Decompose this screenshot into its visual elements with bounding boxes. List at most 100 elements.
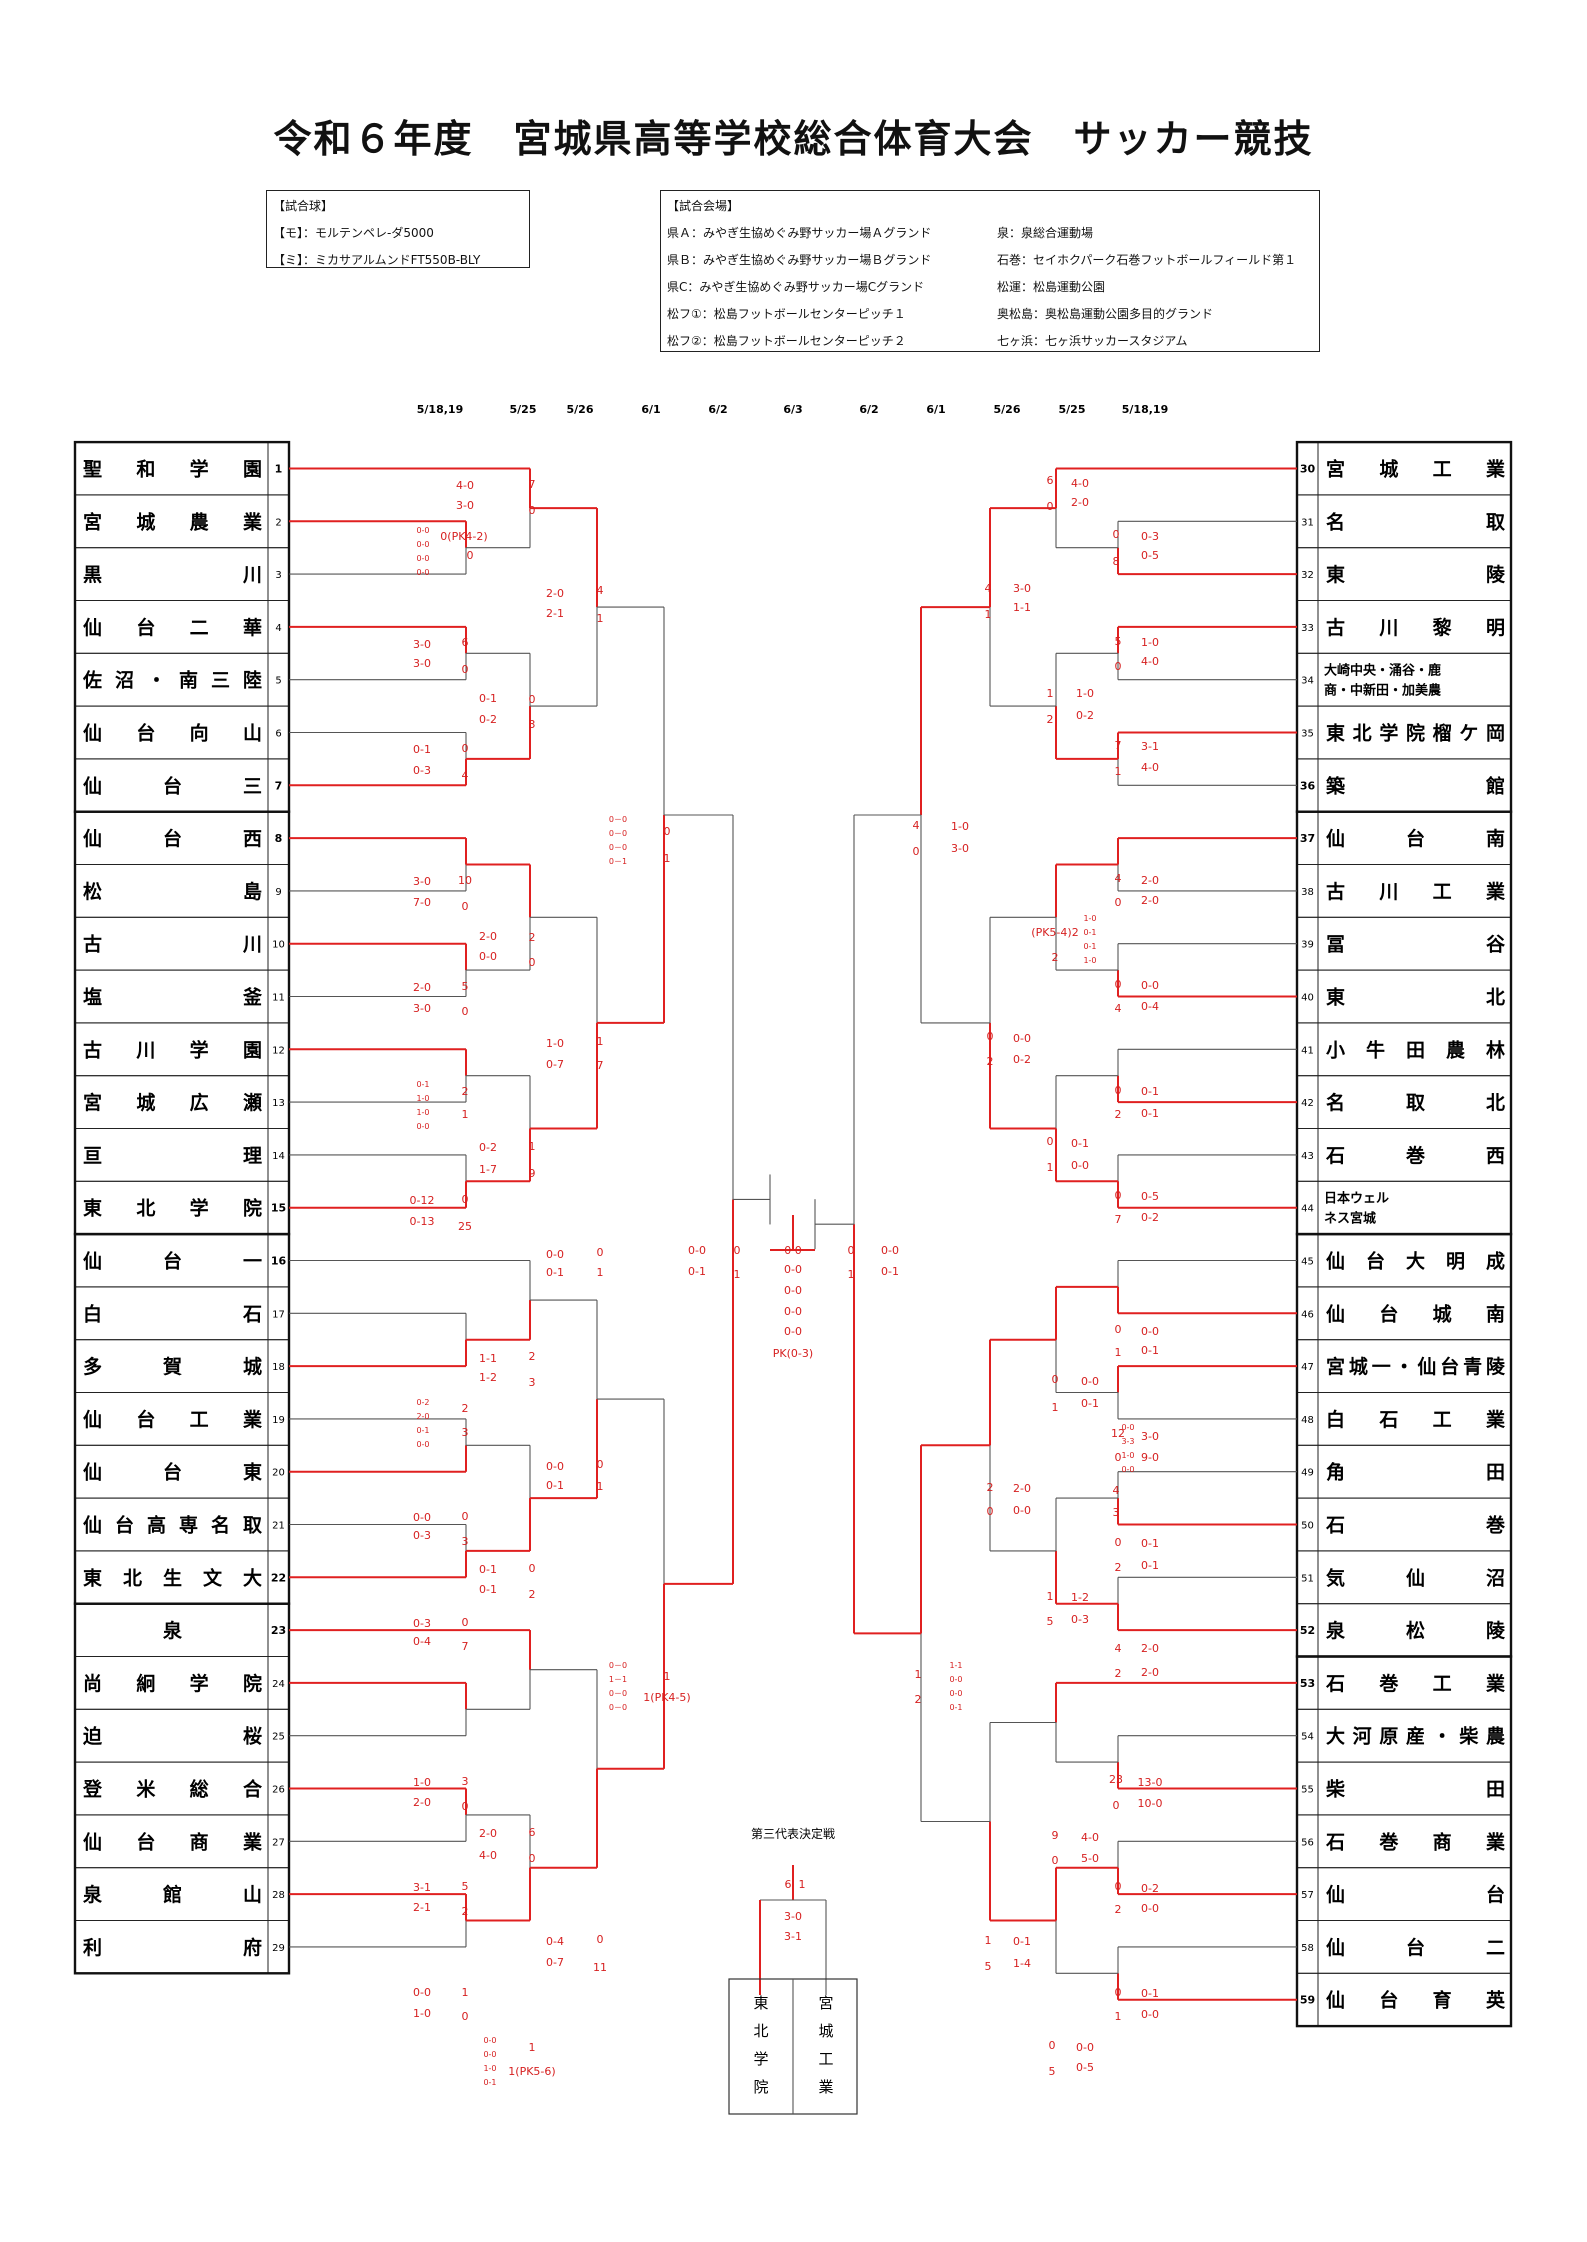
- team-cell: [74, 864, 269, 918]
- team-name-char: 文: [203, 1566, 223, 1589]
- team-name-char: 取: [1406, 1092, 1425, 1114]
- team-name-char: 北: [1353, 723, 1372, 745]
- match-score: 2-0: [416, 1412, 429, 1421]
- team-number: 22: [271, 1571, 286, 1584]
- match-score: 6: [529, 1826, 536, 1839]
- team-name-char: 沼: [1486, 1566, 1505, 1589]
- team-name-char: 明: [1486, 617, 1505, 639]
- match-score: 0: [462, 1800, 469, 1813]
- team-cell: [74, 1656, 269, 1710]
- team-name-char: 柴: [1325, 1778, 1346, 1801]
- match-score: 0-1: [1083, 928, 1096, 937]
- match-score: 7: [1115, 1213, 1122, 1226]
- match-score: 1-2: [479, 1371, 497, 1384]
- match-score: 9: [1052, 1829, 1059, 1842]
- team-number: 57: [1301, 1890, 1314, 1901]
- team-name-char: 学: [190, 1038, 209, 1061]
- team-name-char: 仙: [83, 827, 102, 850]
- match-score: 4-0: [1141, 655, 1159, 668]
- team-name-char: 榴: [1433, 722, 1452, 745]
- match-score: 0(PK4-2): [440, 530, 487, 543]
- team-name-char: 聖: [83, 459, 102, 481]
- team-name-char: 大: [1406, 1250, 1425, 1273]
- match-score: 7: [462, 1640, 469, 1653]
- match-score: 0-1: [1141, 1107, 1159, 1120]
- match-score: 11: [593, 1961, 607, 1974]
- team-name-char: 気: [1326, 1566, 1345, 1589]
- team-number: 33: [1301, 623, 1314, 634]
- team-cell: [74, 1286, 269, 1341]
- venue-item: 松運：松島運動公園: [997, 280, 1106, 294]
- match-score: 2: [987, 1481, 994, 1494]
- match-score: 0: [597, 1246, 604, 1259]
- match-score: 0: [1115, 660, 1122, 673]
- team-number: 41: [1301, 1045, 1314, 1056]
- team-name-char: 瀬: [243, 1092, 262, 1114]
- match-score: 0-0: [784, 1305, 802, 1318]
- match-score: 10: [458, 874, 472, 887]
- team-name-char: 米: [136, 1778, 156, 1801]
- match-score: 1: [1115, 2010, 1122, 2023]
- match-score: 0: [1115, 1986, 1122, 1999]
- match-score: 0: [462, 1005, 469, 1018]
- team-name-char: 学: [190, 458, 209, 481]
- team-name-char: 陵: [1486, 1619, 1506, 1642]
- match-score: 3-1: [784, 1930, 802, 1943]
- venue-row: 県Ｂ：みやぎ生協めぐみ野サッカー場Ｂグランド石巻：セイホクパーク石巻フットボール…: [667, 247, 1313, 274]
- team-name-char: 台: [1366, 1250, 1385, 1273]
- team-name-line: 日本ウェル: [1324, 1191, 1389, 1207]
- match-score: 1－1: [609, 1675, 627, 1684]
- match-score: 1: [1052, 1401, 1059, 1414]
- match-score: 0-7: [546, 1956, 564, 1969]
- match-score: 1: [848, 1268, 855, 1281]
- team-cell: [74, 547, 269, 602]
- team-name-char: 広: [190, 1091, 209, 1114]
- match-score: 1: [1047, 687, 1054, 700]
- team-number: 18: [272, 1362, 285, 1373]
- match-score: 0-1: [483, 2078, 496, 2087]
- match-score: 0-4: [546, 1935, 564, 1948]
- team-name-char: 泉: [1325, 1619, 1346, 1642]
- match-score: 3-0: [413, 657, 431, 670]
- team-name-char: 業: [1485, 880, 1506, 903]
- match-score: 0: [1115, 1084, 1122, 1097]
- team-name-char: 松: [1406, 1619, 1425, 1642]
- team-number: 51: [1301, 1573, 1314, 1584]
- match-score: 0-2: [1076, 709, 1094, 722]
- match-score: 5: [462, 1880, 469, 1893]
- team-name-char: 巻: [1378, 1830, 1399, 1853]
- match-score: 0-0: [1121, 1423, 1134, 1432]
- team-name-char: 石: [1378, 1409, 1398, 1431]
- match-score: 0-0: [784, 1263, 802, 1276]
- third-place-team-char: 宮: [818, 1994, 833, 2012]
- team-cell: [1317, 600, 1512, 654]
- match-score: 0-1: [949, 1703, 962, 1712]
- match-score: 0-1: [688, 1265, 706, 1278]
- match-score: 0: [1052, 1854, 1059, 1867]
- team-name-char: 仙: [1326, 827, 1345, 850]
- team-name-char: 亘: [83, 1145, 102, 1167]
- match-score: 2: [462, 1402, 469, 1415]
- team-cell: [1317, 547, 1512, 602]
- team-cell: [74, 969, 269, 1024]
- team-number: 13: [272, 1098, 285, 1109]
- match-score: 0－0: [609, 1703, 627, 1712]
- team-name-char: 尚: [83, 1672, 102, 1695]
- match-score: 0-0: [546, 1460, 564, 1473]
- team-name-char: 城: [136, 1091, 155, 1114]
- team-name-char: 賀: [162, 1356, 182, 1378]
- match-score: 0: [529, 1562, 536, 1575]
- team-name-char: 石: [1325, 1515, 1345, 1537]
- match-score: 3-0: [951, 842, 969, 855]
- venue-box: 【試合会場】 県Ａ：みやぎ生協めぐみ野サッカー場Ａグランド泉：泉総合運動場 県Ｂ…: [660, 190, 1320, 352]
- match-score: 1: [529, 2041, 536, 2054]
- team-name-char: 一: [1372, 1356, 1391, 1378]
- match-score: 1: [664, 1670, 671, 1683]
- team-name-char: 大: [243, 1566, 262, 1589]
- team-name-char: 古: [83, 1038, 102, 1061]
- team-cell: [74, 1708, 269, 1763]
- team-name-char: 成: [1486, 1250, 1505, 1273]
- team-name-char: 台: [136, 616, 155, 639]
- team-name-char: 島: [243, 880, 262, 903]
